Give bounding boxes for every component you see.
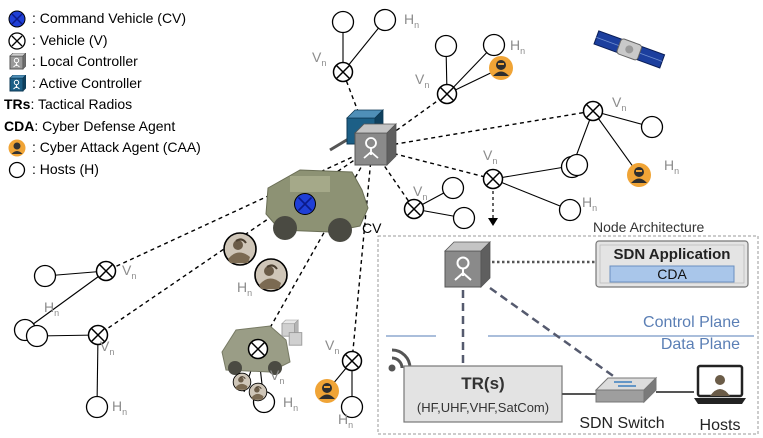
data-plane-label: Data Plane (661, 336, 740, 353)
host-node (434, 34, 458, 58)
host-label: Hn (237, 279, 252, 298)
soldier-icon (232, 372, 252, 392)
command-vehicle-image (265, 130, 369, 242)
local-controller-icon (281, 319, 303, 346)
subscript-n: n (54, 308, 59, 318)
vehicle-node (482, 168, 504, 190)
legend-active-controller: : Active Controller (4, 73, 254, 95)
cv-label: CV (362, 220, 382, 236)
subscript-n: n (592, 203, 597, 213)
host-node (558, 198, 582, 222)
host-node (25, 324, 49, 348)
subscript-n: n (348, 420, 353, 430)
host-node (452, 206, 476, 230)
subscript-n: n (247, 288, 252, 298)
vehicle-node (403, 198, 425, 220)
legend-host: : Hosts (H) (4, 159, 254, 181)
vehicle-label: Vn (122, 262, 136, 281)
sdn-application-box: SDN Application CDA (595, 240, 749, 288)
attacker-icon (489, 56, 513, 80)
host-label: Hn (664, 157, 679, 176)
node-architecture-title: Node Architecture (593, 219, 704, 235)
vehicle-node (582, 100, 604, 122)
subscript-n: n (674, 166, 679, 176)
subscript-n: n (321, 58, 326, 68)
subscript-n: n (279, 376, 284, 386)
tr-bands: (HF,UHF,VHF,SatCom) (417, 400, 549, 415)
legend-command-vehicle: : Command Vehicle (CV) (4, 8, 254, 30)
subscript-n: n (293, 403, 298, 413)
vehicle-node (436, 83, 458, 105)
hosts-label: Hosts (700, 417, 741, 434)
soldier-icon (223, 232, 257, 266)
legend-vehicle: : Vehicle (V) (4, 30, 254, 52)
tactical-radio-box: TR(s) (HF,UHF,VHF,SatCom) (403, 365, 563, 423)
attacker-icon (8, 139, 26, 157)
soldier-icon (254, 258, 288, 292)
host-node (85, 395, 109, 419)
control-plane-label: Control Plane (643, 314, 740, 331)
vehicle-node (247, 338, 269, 360)
vehicle-label: Vn (100, 338, 114, 357)
subscript-n: n (334, 346, 339, 356)
node-architecture-box (377, 235, 759, 435)
controller-switch-link (489, 286, 617, 380)
legend-attacker: : Cyber Attack Agent (CAA) (4, 137, 254, 159)
laptop-user-icon (694, 364, 746, 404)
tr-title: TR(s) (461, 374, 504, 393)
arrowhead-icon (488, 218, 498, 226)
vehicle-label: Vn (483, 147, 497, 166)
host-node (33, 264, 57, 288)
command-vehicle-icon (8, 10, 26, 28)
legend-local-controller: : Local Controller (4, 51, 254, 73)
switch-icon (594, 376, 658, 404)
sdn-application-label: SDN Application (614, 246, 731, 263)
host-label: Hn (510, 37, 525, 56)
subscript-n: n (492, 156, 497, 166)
vehicle-label: Vn (612, 94, 626, 113)
vehicle-icon (8, 31, 26, 50)
host-node (331, 10, 355, 34)
cda-label: CDA (657, 266, 687, 282)
vehicle-label: Vn (270, 367, 284, 386)
subscript-n: n (414, 20, 419, 30)
subscript-n: n (422, 192, 427, 202)
command-vehicle-node (294, 193, 316, 215)
subscript-n: n (424, 80, 429, 90)
host-label: Hn (283, 394, 298, 413)
soldier-icon (248, 382, 268, 402)
attacker-icon (315, 379, 339, 403)
vehicle-label: Vn (325, 337, 339, 356)
vehicle-node (332, 61, 354, 83)
subscript-n: n (621, 103, 626, 113)
vehicle-label: Vn (415, 71, 429, 90)
subscript-n: n (122, 407, 127, 417)
host-label: Hn (112, 398, 127, 417)
attacker-icon (627, 163, 651, 187)
host-node (640, 115, 664, 139)
host-label: Hn (404, 11, 419, 30)
active-controller-icon (9, 74, 26, 92)
sdn-switch-label: SDN Switch (579, 415, 664, 432)
local-controller-icon (354, 123, 397, 166)
host-node (373, 8, 397, 32)
legend: : Command Vehicle (CV) : Vehicle (V) : L… (4, 8, 254, 180)
host-node (441, 176, 465, 200)
local-controller-icon (9, 53, 26, 70)
legend-cyber-defense-agent: CDA: Cyber Defense Agent (4, 117, 176, 134)
vehicle-node (95, 260, 117, 282)
host-label: Hn (582, 194, 597, 213)
satellite-icon (593, 30, 666, 69)
subscript-n: n (520, 46, 525, 56)
subscript-n: n (131, 271, 136, 281)
architecture-controller-icon (444, 241, 491, 288)
legend-tactical-radios: TRs: Tactical Radios (4, 96, 133, 112)
host-icon (8, 161, 26, 178)
host-node (565, 153, 589, 177)
vehicle-node (341, 350, 363, 372)
host-node (482, 33, 506, 57)
subscript-n: n (109, 347, 114, 357)
vehicle-label: Vn (312, 49, 326, 68)
